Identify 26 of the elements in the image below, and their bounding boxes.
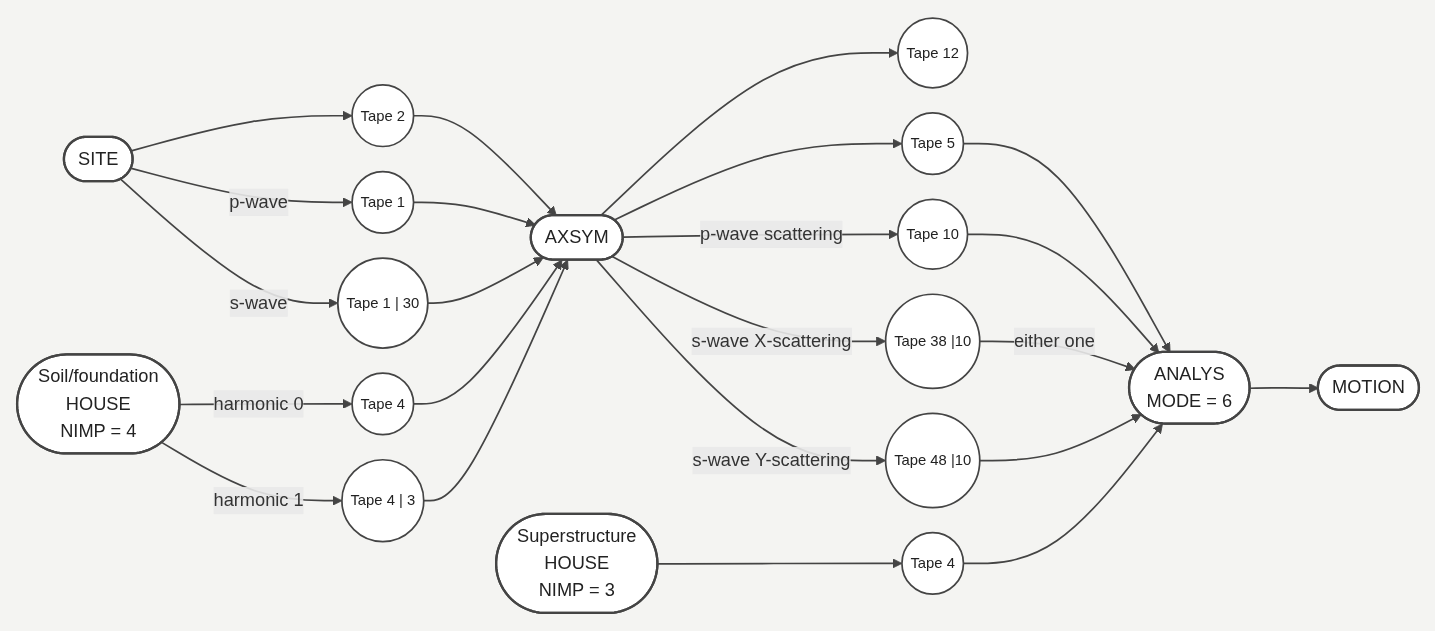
- arrow: [119, 178, 338, 309]
- edge-label: p-wave scattering: [699, 224, 843, 244]
- arrow: [656, 558, 902, 569]
- node-circle: Tape 4 | 3: [340, 458, 425, 543]
- node-circle: Tape 48 |10: [884, 412, 981, 509]
- edge-label: p-wave: [228, 192, 288, 212]
- edge-label: harmonic 1: [213, 490, 304, 510]
- node-circle: Tape 1: [350, 170, 414, 234]
- edge-label: either one: [1013, 331, 1095, 351]
- arrow: [613, 138, 902, 221]
- node-circle: Tape 10: [896, 198, 968, 271]
- arrow: [130, 110, 352, 152]
- node-circle: Tape 1 | 30: [336, 257, 429, 349]
- arrow: [595, 259, 886, 466]
- edge-label: harmonic 0: [213, 393, 304, 414]
- edge-label: s-wave: [229, 292, 287, 313]
- edge-label: s-wave Y-scattering: [692, 450, 850, 470]
- node-circle: Tape 4: [900, 531, 964, 595]
- node-circle: Tape 12: [896, 17, 968, 89]
- arrow: [962, 423, 1163, 565]
- node-circle: Tape 2: [350, 84, 414, 148]
- node-circle: Tape 38 |10: [884, 293, 981, 390]
- arrow: [962, 142, 1171, 353]
- node-circle: Tape 5: [900, 112, 964, 176]
- node-circle: Tape 4: [350, 372, 414, 436]
- edge-label: s-wave X-scattering: [691, 331, 851, 351]
